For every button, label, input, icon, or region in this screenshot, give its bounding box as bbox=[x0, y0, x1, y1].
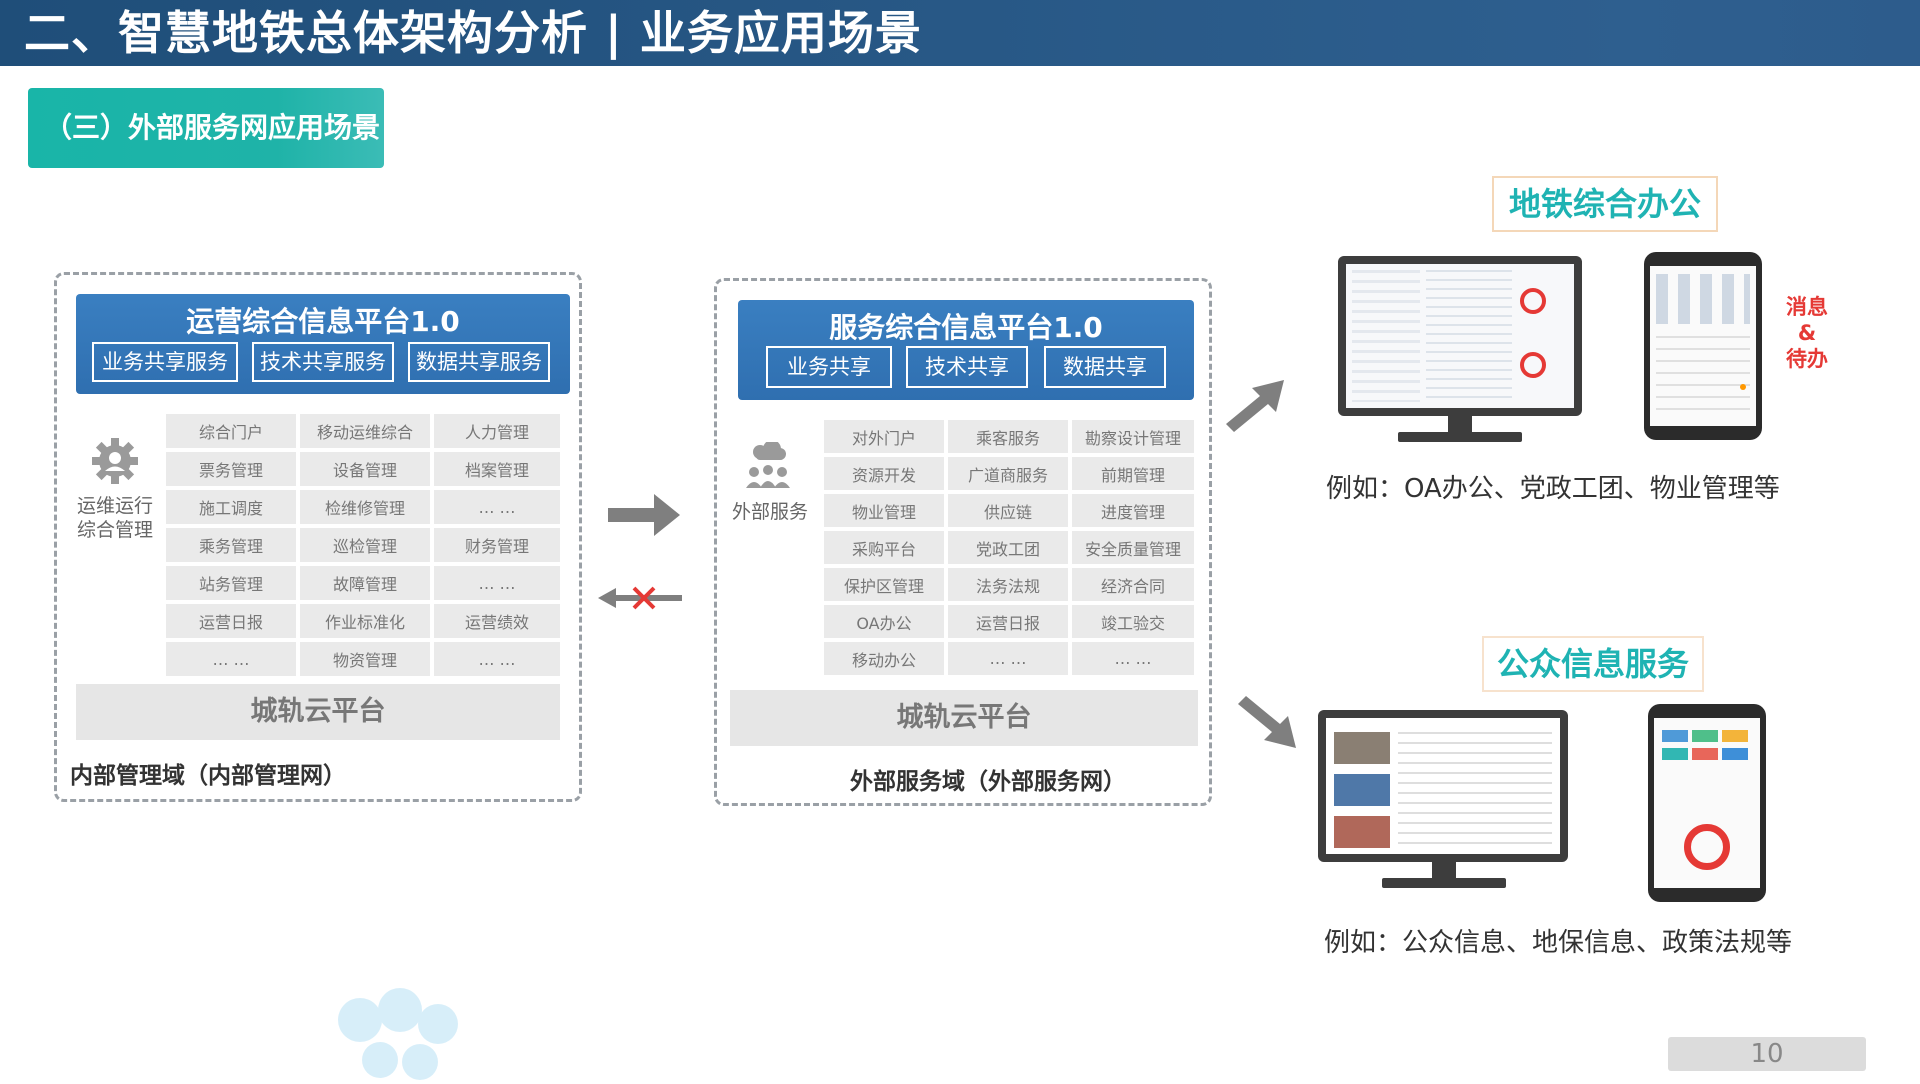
internal-service-data: 数据共享服务 bbox=[408, 342, 550, 382]
down-right-arrow-icon bbox=[1234, 694, 1300, 756]
badge-line: 待办 bbox=[1786, 347, 1828, 371]
module-cell: 对外门户 bbox=[824, 420, 944, 453]
module-cell: … … bbox=[166, 642, 296, 676]
module-cell: … … bbox=[434, 566, 560, 600]
external-service-business: 业务共享 bbox=[766, 346, 892, 388]
external-cloud-platform: 城轨云平台 bbox=[730, 690, 1198, 746]
gear-icon bbox=[90, 436, 140, 486]
module-cell: … … bbox=[948, 642, 1068, 675]
external-service-tech: 技术共享 bbox=[906, 346, 1028, 388]
module-cell: 前期管理 bbox=[1072, 457, 1194, 490]
public-monitor bbox=[1318, 710, 1568, 894]
module-cell: … … bbox=[434, 642, 560, 676]
public-phone bbox=[1648, 704, 1766, 902]
module-cell: 移动办公 bbox=[824, 642, 944, 675]
external-module-grid: 对外门户 乘客服务 勘察设计管理 资源开发 广道商服务 前期管理 物业管理 供应… bbox=[824, 420, 1194, 678]
internal-service-business: 业务共享服务 bbox=[92, 342, 238, 382]
module-cell: 广道商服务 bbox=[948, 457, 1068, 490]
module-cell: 设备管理 bbox=[300, 452, 430, 486]
internal-module-grid: 综合门户 移动运维综合 人力管理 票务管理 设备管理 档案管理 施工调度 检维修… bbox=[166, 414, 560, 676]
module-cell: 物资管理 bbox=[300, 642, 430, 676]
module-cell: 故障管理 bbox=[300, 566, 430, 600]
module-cell: 移动运维综合 bbox=[300, 414, 430, 448]
module-cell: 安全质量管理 bbox=[1072, 531, 1194, 564]
watermark-flower-icon bbox=[320, 980, 480, 1080]
header-bar: 二、智慧地铁总体架构分析 | 业务应用场景 bbox=[0, 0, 1920, 66]
module-cell: 进度管理 bbox=[1072, 494, 1194, 527]
module-cell: 勘察设计管理 bbox=[1072, 420, 1194, 453]
internal-side-label: 运维运行综合管理 bbox=[76, 495, 153, 541]
blocked-left-arrow-icon bbox=[598, 578, 684, 622]
up-right-arrow-icon bbox=[1222, 376, 1288, 438]
office-scene-title: 地铁综合办公 bbox=[1492, 176, 1718, 232]
badge-line: 消息 bbox=[1786, 295, 1828, 319]
module-cell: 乘客服务 bbox=[948, 420, 1068, 453]
module-cell: 财务管理 bbox=[434, 528, 560, 562]
internal-platform-title: 运营综合信息平台1.0 bbox=[186, 305, 460, 338]
external-side-label: 外部服务 bbox=[731, 501, 808, 523]
public-example-text: 例如：公众信息、地保信息、政策法规等 bbox=[1324, 928, 1793, 958]
external-platform-title: 服务综合信息平台1.0 bbox=[829, 311, 1103, 344]
module-cell: 运营绩效 bbox=[434, 604, 560, 638]
module-cell: 运营日报 bbox=[166, 604, 296, 638]
module-cell: 运营日报 bbox=[948, 605, 1068, 638]
office-example-text: 例如：OA办公、党政工团、物业管理等 bbox=[1326, 474, 1780, 504]
badge-line: & bbox=[1797, 321, 1817, 345]
office-monitor bbox=[1338, 256, 1582, 446]
module-cell: 党政工团 bbox=[948, 531, 1068, 564]
external-platform-header: 服务综合信息平台1.0 业务共享 技术共享 数据共享 bbox=[738, 300, 1194, 400]
module-cell: 综合门户 bbox=[166, 414, 296, 448]
internal-service-tech: 技术共享服务 bbox=[252, 342, 394, 382]
module-cell: 保护区管理 bbox=[824, 568, 944, 601]
internal-platform-header: 运营综合信息平台1.0 业务共享服务 技术共享服务 数据共享服务 bbox=[76, 294, 570, 394]
page-title: 二、智慧地铁总体架构分析 | 业务应用场景 bbox=[24, 6, 922, 60]
module-cell: … … bbox=[434, 490, 560, 524]
external-service-data: 数据共享 bbox=[1044, 346, 1166, 388]
module-cell: 检维修管理 bbox=[300, 490, 430, 524]
module-cell: 乘务管理 bbox=[166, 528, 296, 562]
office-phone bbox=[1644, 252, 1762, 440]
message-todo-badge: 消息 & 待办 bbox=[1780, 294, 1834, 372]
page-number: 10 bbox=[1668, 1037, 1866, 1071]
module-cell: 物业管理 bbox=[824, 494, 944, 527]
module-cell: 竣工验交 bbox=[1072, 605, 1194, 638]
module-cell: OA办公 bbox=[824, 605, 944, 638]
section-tag: （三）外部服务网应用场景 bbox=[28, 88, 384, 168]
people-cloud-icon bbox=[742, 440, 794, 492]
module-cell: 人力管理 bbox=[434, 414, 560, 448]
module-cell: 巡检管理 bbox=[300, 528, 430, 562]
module-cell: 施工调度 bbox=[166, 490, 296, 524]
internal-cloud-platform: 城轨云平台 bbox=[76, 684, 560, 740]
module-cell: 站务管理 bbox=[166, 566, 296, 600]
module-cell: 作业标准化 bbox=[300, 604, 430, 638]
module-cell: 法务法规 bbox=[948, 568, 1068, 601]
module-cell: 资源开发 bbox=[824, 457, 944, 490]
module-cell: … … bbox=[1072, 642, 1194, 675]
internal-domain-label: 内部管理域（内部管理网） bbox=[70, 763, 346, 789]
module-cell: 经济合同 bbox=[1072, 568, 1194, 601]
module-cell: 采购平台 bbox=[824, 531, 944, 564]
module-cell: 档案管理 bbox=[434, 452, 560, 486]
right-arrow-icon bbox=[608, 492, 682, 542]
module-cell: 供应链 bbox=[948, 494, 1068, 527]
module-cell: 票务管理 bbox=[166, 452, 296, 486]
external-domain-label: 外部服务域（外部服务网） bbox=[850, 769, 1126, 795]
public-scene-title: 公众信息服务 bbox=[1482, 636, 1704, 692]
